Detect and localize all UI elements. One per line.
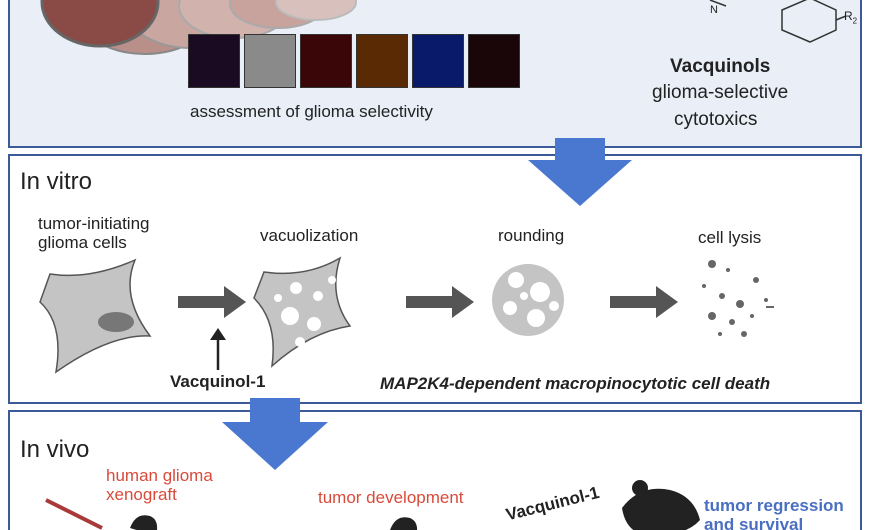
in-vitro-title: In vitro: [20, 168, 93, 195]
vacuole: [549, 301, 559, 311]
process-arrow: [406, 286, 474, 318]
process-arrow: [610, 286, 678, 318]
vacuole: [290, 282, 302, 294]
r2-label: R2: [844, 9, 858, 26]
compound-desc-1: glioma-selective: [652, 82, 789, 103]
bond: [709, 0, 727, 7]
mouse-silhouette: [622, 488, 700, 530]
cell-debris: [702, 260, 774, 337]
in-vitro-illustration: [39, 256, 774, 374]
treatment-arrowhead: [210, 328, 226, 340]
microscopy-image: [468, 34, 520, 88]
r2-bond: [835, 15, 847, 21]
cell-nucleus: [98, 312, 134, 332]
mouse-silhouette: [130, 515, 158, 530]
in-vivo-title: In vivo: [20, 436, 90, 463]
vacuole: [527, 309, 545, 327]
stage-label-vacuolization: vacuolization: [260, 226, 359, 245]
vacuole: [328, 276, 336, 284]
vacuole: [307, 317, 321, 331]
petri-dish: [40, 0, 160, 48]
top-panel: N R2 assessment of glioma selectivity Va…: [8, 0, 862, 148]
mechanism-label: MAP2K4-dependent macropinocytotic cell d…: [380, 374, 771, 393]
microscopy-image: [412, 34, 464, 88]
microscopy-image: [300, 34, 352, 88]
tumor-development-label: tumor development: [318, 488, 464, 507]
compound-desc-2: cytotoxics: [674, 109, 758, 130]
benzene-ring: [781, 0, 837, 43]
n-atom-label: N: [710, 4, 718, 16]
process-arrow: [178, 286, 246, 318]
vacuole: [281, 307, 299, 325]
stage-label-rounding: rounding: [498, 226, 565, 245]
vacuolized-cell: [253, 256, 352, 368]
vacquinol-label: Vacquinol-1: [170, 372, 266, 391]
vacuole: [274, 294, 282, 302]
vacuole: [520, 292, 528, 300]
mouse-silhouette: [390, 517, 418, 530]
microscopy-image: [244, 34, 296, 88]
assessment-caption: assessment of glioma selectivity: [190, 102, 433, 121]
microscopy-image: [188, 34, 240, 88]
vacuole: [503, 301, 517, 315]
vacuole: [508, 272, 524, 288]
rounded-cell: [492, 264, 564, 336]
in-vivo-illustration: [45, 480, 700, 530]
glioma-cell: [39, 258, 152, 374]
vacuole: [313, 291, 323, 301]
vacuole: [530, 282, 550, 302]
stage-label-cell-lysis: cell lysis: [698, 228, 762, 247]
petri-dish: [275, 0, 357, 21]
compound-name: Vacquinols: [670, 56, 771, 77]
syringe: [45, 498, 103, 530]
vacuole: [295, 337, 305, 347]
microscopy-image: [356, 34, 408, 88]
mouse-ear: [632, 480, 648, 496]
